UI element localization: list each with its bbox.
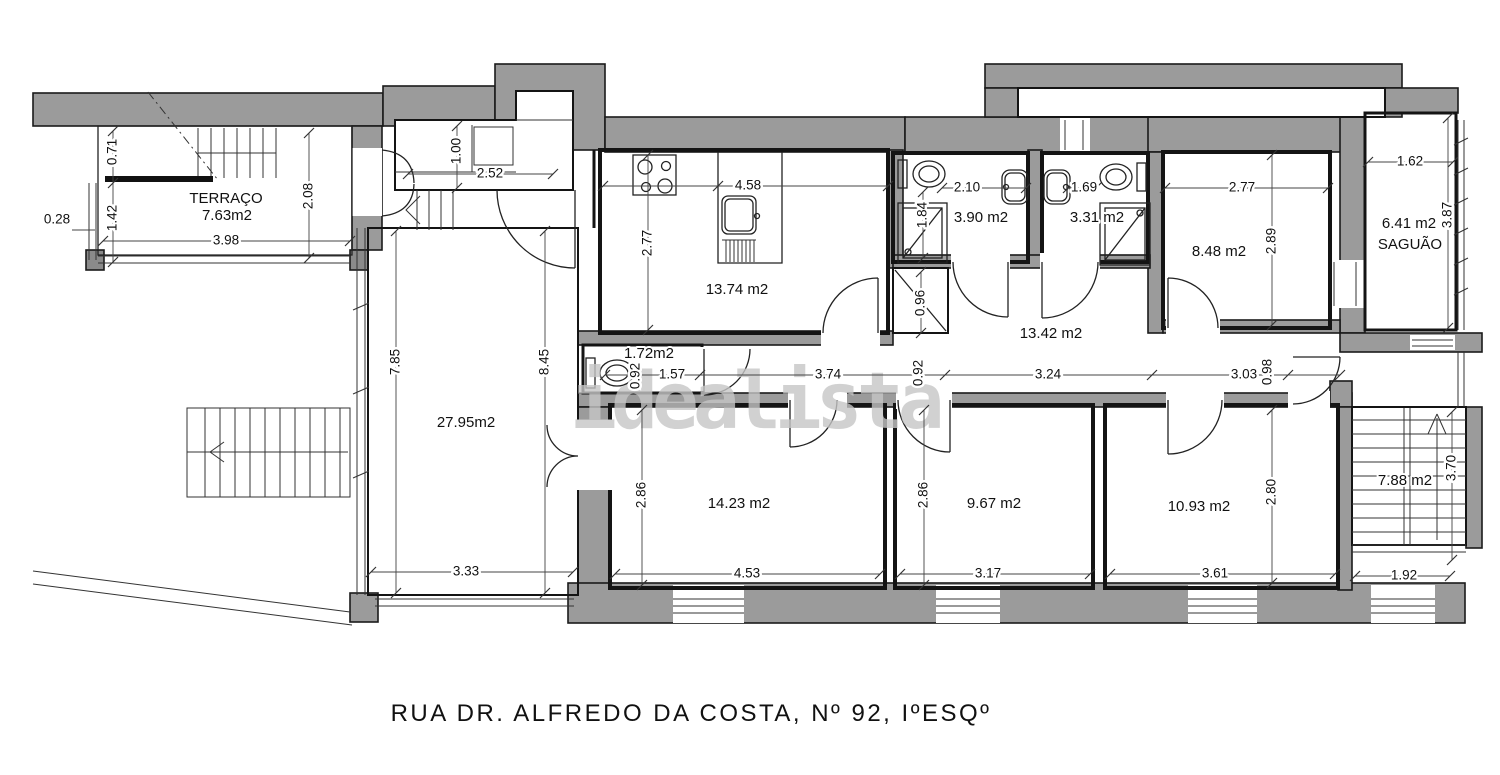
room-saguao-name: SAGUÃO <box>1378 236 1442 253</box>
door-openings <box>574 253 1330 490</box>
dim-closet-w: 2.52 <box>477 166 503 181</box>
room-saguao-area: 6.41 m2 <box>1382 215 1436 232</box>
toilet-icon <box>1099 162 1147 192</box>
door-swings <box>381 149 1341 488</box>
dim-terrace-w: 3.98 <box>213 233 239 248</box>
stove-icon <box>632 154 677 196</box>
dim-bath2-w: 1.69 <box>1071 180 1097 195</box>
dim-terrace-h: 2.08 <box>301 183 316 209</box>
dim-hall-1: 3.74 <box>815 367 842 382</box>
dim-living-w: 3.33 <box>453 564 479 579</box>
room-outlines <box>97 87 1467 596</box>
toilet-icon <box>585 357 635 389</box>
dim-terrace-v1: 0.71 <box>105 139 120 165</box>
dim-q3-w: 3.61 <box>1202 566 1228 581</box>
room-banho1-area: 3.90 m2 <box>954 209 1008 226</box>
dim-kitchen-h: 2.77 <box>640 230 655 256</box>
room-banho2-area: 3.31 m2 <box>1070 209 1124 226</box>
room-labels: TERRAÇO 7.63m2 27.95m2 13.74 m2 1.72m2 3… <box>187 188 1444 517</box>
washbasin-icon <box>1001 169 1029 205</box>
dim-living-h2: 8.45 <box>537 349 552 375</box>
dim-saguao-w: 1.62 <box>1397 154 1423 169</box>
dim-terrace-v2: 1.42 <box>105 205 120 231</box>
room-quarto1-area: 14.23 m2 <box>708 495 771 512</box>
toilet-icon <box>897 159 946 189</box>
exterior-staircase-icon <box>186 407 351 498</box>
room-quarto2-area: 9.67 m2 <box>967 495 1021 512</box>
dim-stair-h: 3.70 <box>1444 455 1459 481</box>
dim-q2-w: 3.17 <box>975 566 1001 581</box>
fixtures-layer <box>585 152 1151 389</box>
dim-hall-3: 3.03 <box>1231 367 1257 382</box>
room-hall-area: 13.42 m2 <box>1020 325 1083 342</box>
dim-closet-v: 1.00 <box>449 138 464 164</box>
dim-q2-h: 2.86 <box>916 482 931 508</box>
room-sala-area: 27.95m2 <box>437 414 495 431</box>
dim-kitchen-w: 4.58 <box>735 178 761 193</box>
room-cozinha-area: 13.74 m2 <box>706 281 769 298</box>
dim-terrace-wall: 0.28 <box>44 212 70 227</box>
dim-wc-h: 0.92 <box>628 363 643 389</box>
room-terraco-area: 7.63m2 <box>202 207 252 224</box>
dim-saguao-h: 3.87 <box>1440 202 1455 228</box>
floorplan-title: RUA DR. ALFREDO DA COSTA, Nº 92, IºESQº <box>390 700 992 727</box>
dim-q3-h: 2.80 <box>1264 479 1279 505</box>
room-wc-area: 1.72m2 <box>624 345 674 362</box>
room-quarto3-area: 10.93 m2 <box>1168 498 1231 515</box>
dim-wc-w: 1.57 <box>659 367 685 382</box>
kitchen-sink-icon <box>717 152 783 264</box>
terrace-staircase-icon <box>105 91 573 230</box>
dim-living-h1: 7.85 <box>388 349 403 375</box>
dimension-lines <box>72 112 1459 599</box>
dim-bath1-w: 2.10 <box>954 180 980 195</box>
dim-roomtr-w: 2.77 <box>1229 180 1255 195</box>
room-escada-area: 7.88 m2 <box>1378 472 1432 489</box>
dim-hall-door2: 0.98 <box>1260 359 1275 385</box>
dim-roomtr-h: 2.89 <box>1264 228 1279 254</box>
washbasin-icon <box>1043 169 1071 205</box>
dimension-labels: 0.28 0.71 1.42 3.98 2.08 1.00 2.52 4.58 … <box>41 135 1461 585</box>
watermark-text: idealista <box>570 357 941 447</box>
dim-stair-w: 1.92 <box>1391 568 1417 583</box>
stairs-layer <box>32 91 1466 626</box>
street-edge-lines <box>32 570 353 626</box>
shower-icon <box>1099 202 1151 266</box>
duct-diagonal <box>894 269 947 332</box>
dim-duct: 0.96 <box>913 290 928 316</box>
room-quarto-tr-area: 8.48 m2 <box>1192 243 1246 260</box>
dim-hall-door1: 0.92 <box>911 360 926 386</box>
room-terraco-name: TERRAÇO <box>189 190 262 207</box>
dim-q1-w: 4.53 <box>734 566 760 581</box>
dim-bath1-h: 1.84 <box>915 201 930 228</box>
dim-q1-h: 2.86 <box>634 482 649 508</box>
dim-hall-2: 3.24 <box>1035 367 1062 382</box>
stairwell-staircase-icon <box>1352 408 1466 545</box>
interior-cutouts <box>352 88 1455 623</box>
window-glazing <box>88 120 1469 614</box>
